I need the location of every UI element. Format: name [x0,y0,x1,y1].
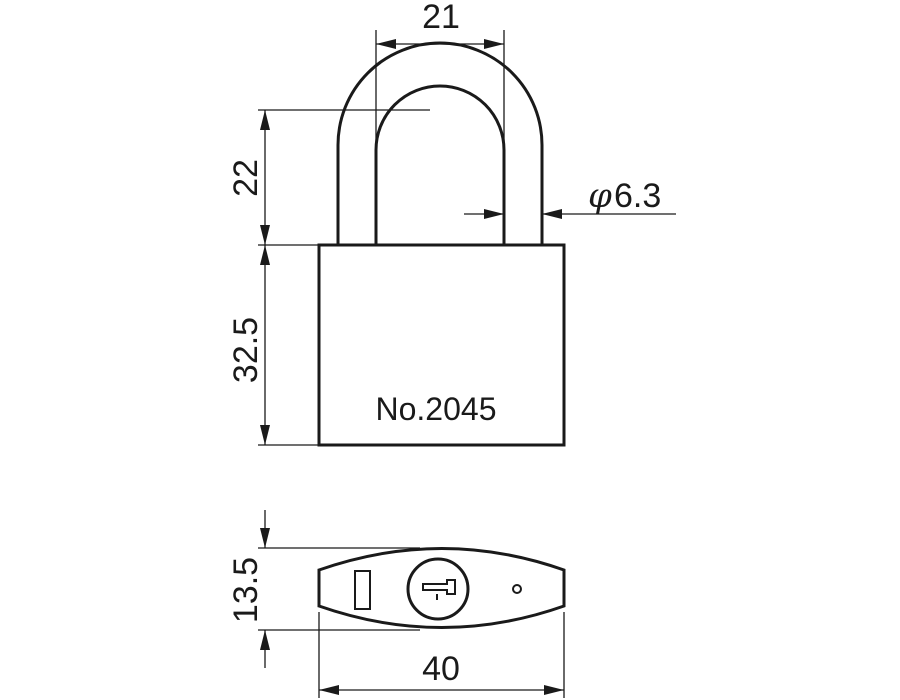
dimension-label-thickness: 13.5 [227,557,265,623]
dimension-body-height: 32.5 [227,245,319,446]
diameter-symbol: φ [588,176,612,216]
dimension-shackle-clearance: 22 [227,109,430,246]
dimension-shackle-diameter: φ 6.3 [464,176,676,219]
release-slot [354,570,371,610]
key-cylinder [406,557,470,621]
shackle-inner [374,84,506,245]
dimension-label-diameter: 6.3 [614,177,661,215]
model-label: No.2045 [376,391,497,427]
lock-body-bottom-outline [317,547,566,629]
dimension-body-width: 40 [318,612,565,698]
shackle [336,41,544,245]
front-view: No.2045 [317,41,566,447]
dimension-label-clearance: 22 [227,159,265,197]
lock-body [317,243,566,447]
keyhole-icon [422,579,456,600]
dimension-label-shackle-width: 21 [422,0,460,36]
bottom-view [317,547,566,629]
dimension-shackle-inner-width: 21 [375,0,505,150]
dimension-label-width: 40 [422,650,460,688]
drain-hole [512,584,522,594]
dimension-body-thickness: 13.5 [227,510,420,668]
dimension-label-body-height: 32.5 [227,317,265,383]
